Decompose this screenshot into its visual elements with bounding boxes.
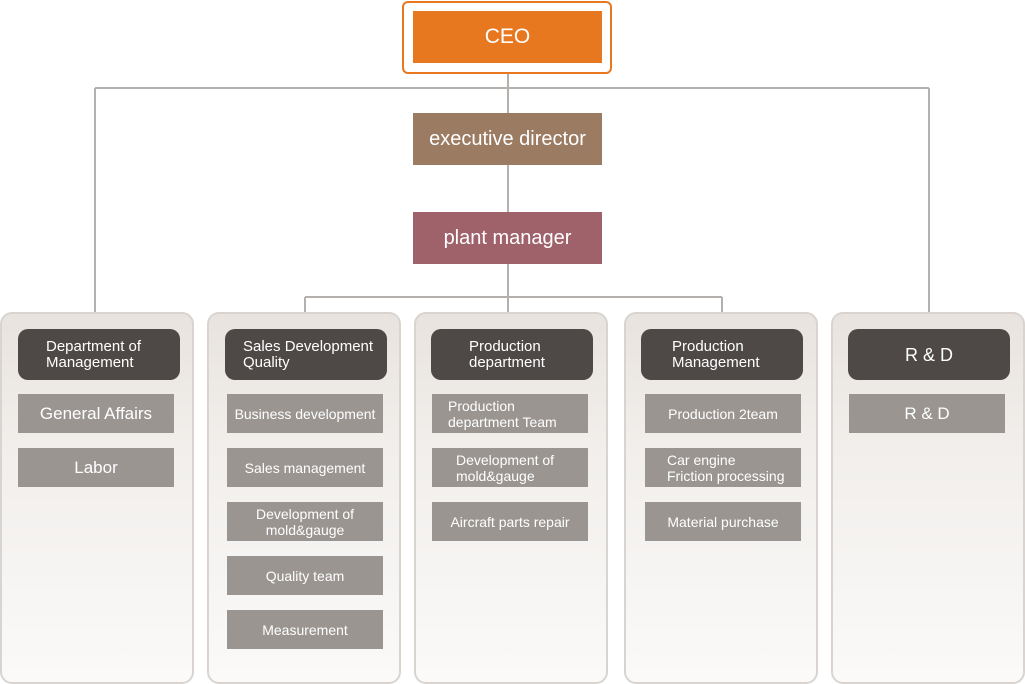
ceo-box: CEO [413,11,602,63]
team-box: Development of mold&gauge [432,448,588,487]
department-column-management: Department of Management General Affairs… [0,312,194,684]
executive-director-box: executive director [413,113,602,165]
department-header: Department of Management [18,329,180,380]
department-header: R & D [848,329,1010,380]
team-box: R & D [849,394,1005,433]
department-header: Production Management [641,329,803,380]
team-box: Production department Team [432,394,588,433]
team-box: Measurement [227,610,383,649]
department-column-production-management: Production Management Production 2team C… [624,312,818,684]
team-box: Sales management [227,448,383,487]
team-box: Labor [18,448,174,487]
department-column-sales: Sales Development Quality Business devel… [207,312,401,684]
department-column-rnd: R & D R & D [831,312,1025,684]
department-header: Sales Development Quality [225,329,387,380]
team-box: Aircraft parts repair [432,502,588,541]
team-box: Quality team [227,556,383,595]
team-box: Car engine Friction processing [645,448,801,487]
department-column-production: Production department Production departm… [414,312,608,684]
team-box: Business development [227,394,383,433]
team-box: General Affairs [18,394,174,433]
plant-manager-box: plant manager [413,212,602,264]
team-box: Production 2team [645,394,801,433]
team-box: Material purchase [645,502,801,541]
team-box: Development of mold&gauge [227,502,383,541]
department-header: Production department [431,329,593,380]
